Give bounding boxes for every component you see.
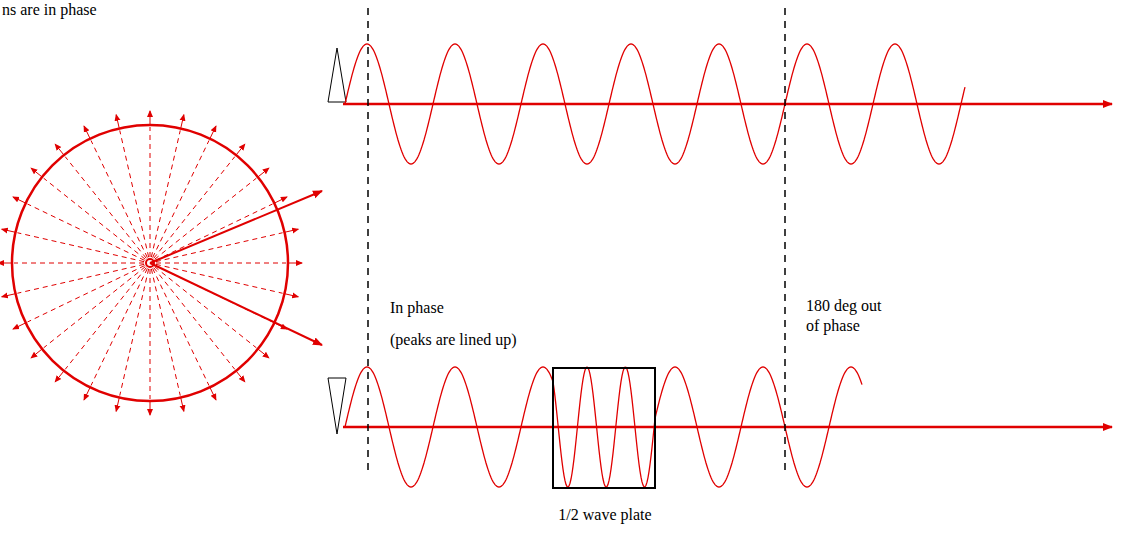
prism-symbol	[328, 378, 346, 434]
ray-arrow	[210, 387, 216, 400]
ray-arrow	[258, 168, 269, 177]
part-label: 1/2 wave plate	[558, 505, 651, 525]
ray-arrow	[84, 387, 90, 400]
ray-spoke	[151, 130, 180, 257]
ray-spoke	[65, 157, 146, 259]
ray-arrow	[181, 398, 184, 412]
ray-arrow	[288, 263, 302, 264]
ray-arrow	[31, 349, 42, 358]
ray-spoke	[44, 267, 146, 348]
ray-arrow	[285, 229, 299, 232]
wave-plate	[553, 368, 655, 488]
ray-spoke	[153, 268, 209, 385]
prism-symbol	[328, 48, 346, 102]
ray-arrow	[0, 263, 12, 264]
beam-axis	[343, 426, 1112, 429]
ray-spoke	[65, 268, 146, 370]
ray-spoke	[154, 268, 235, 370]
ray-arrow	[258, 349, 269, 358]
ray-arrow	[116, 398, 119, 412]
ray-arrow	[150, 263, 322, 345]
ray-arrow	[13, 197, 26, 203]
ray-spoke	[27, 266, 144, 322]
ray-spoke	[156, 263, 286, 264]
ray-spoke	[17, 264, 144, 293]
note-text: ns are in phase	[2, 0, 97, 20]
ray-spoke	[44, 178, 146, 259]
ray-arrow	[116, 115, 119, 129]
ray-arrow	[181, 115, 184, 129]
ray-arrow	[236, 371, 245, 382]
ray-spoke	[151, 269, 180, 396]
ray-spoke	[150, 269, 151, 399]
wave	[345, 44, 965, 164]
ray-spoke	[120, 130, 149, 257]
ray-arrow	[274, 197, 287, 203]
beam-axis	[343, 103, 1112, 106]
ray-arrow	[2, 229, 16, 232]
ray-arrow	[285, 294, 299, 297]
ray-arrow	[150, 401, 151, 415]
ray-spoke	[155, 204, 272, 260]
ray-arrow	[236, 144, 245, 155]
ray-spoke	[156, 233, 283, 262]
ray-arrow	[2, 294, 16, 297]
ray-spoke	[17, 233, 144, 262]
ray-spoke	[120, 269, 149, 396]
annotation: 180 deg out of phase	[806, 296, 896, 336]
ray-spoke	[155, 178, 257, 259]
ray-arrow	[55, 144, 64, 155]
ray-spoke	[150, 127, 151, 257]
ray-arrow	[55, 371, 64, 382]
phase-marker	[784, 8, 786, 470]
ray-spoke	[156, 264, 283, 293]
ray-arrow	[13, 323, 26, 329]
annotation: In phase	[390, 298, 444, 318]
ray-arrow	[150, 191, 322, 263]
ray-spoke	[91, 140, 147, 257]
ray-arrow	[84, 126, 90, 139]
ray-spoke	[14, 263, 144, 264]
ray-arrow	[210, 126, 216, 139]
ray-spoke	[154, 157, 235, 259]
annotation: (peaks are lined up)	[390, 330, 517, 350]
ray-arrow	[150, 111, 151, 125]
ray-arrow	[31, 168, 42, 177]
phase-marker	[367, 8, 369, 470]
